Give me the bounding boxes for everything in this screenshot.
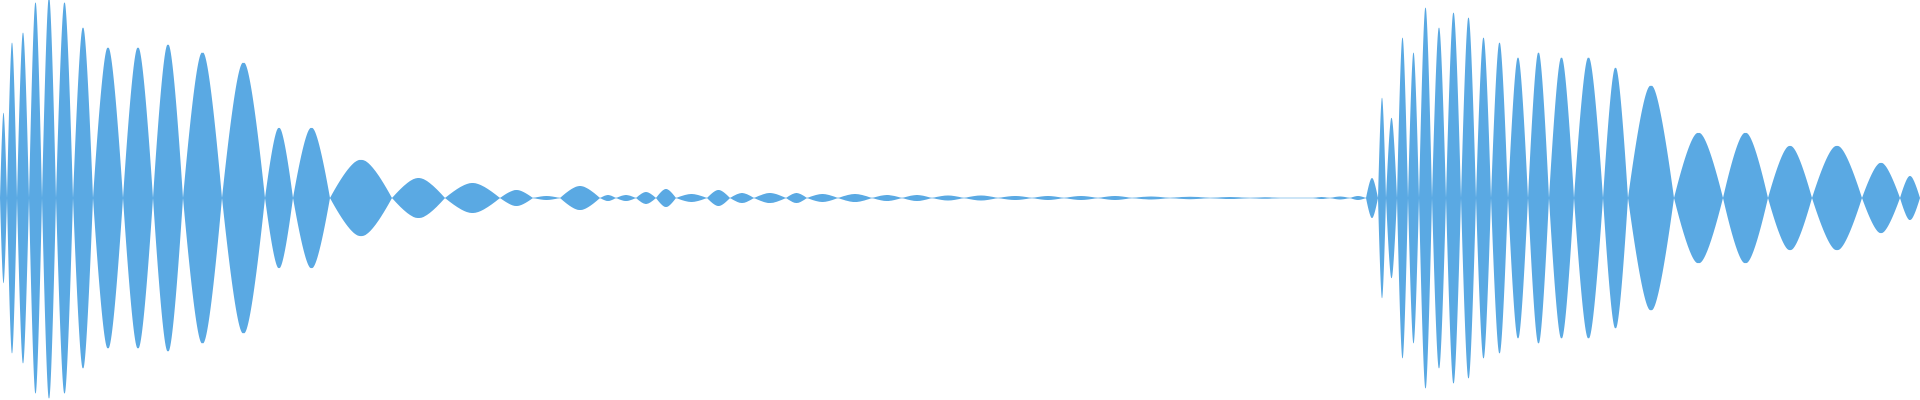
- waveform-lobe: [42, 0, 56, 399]
